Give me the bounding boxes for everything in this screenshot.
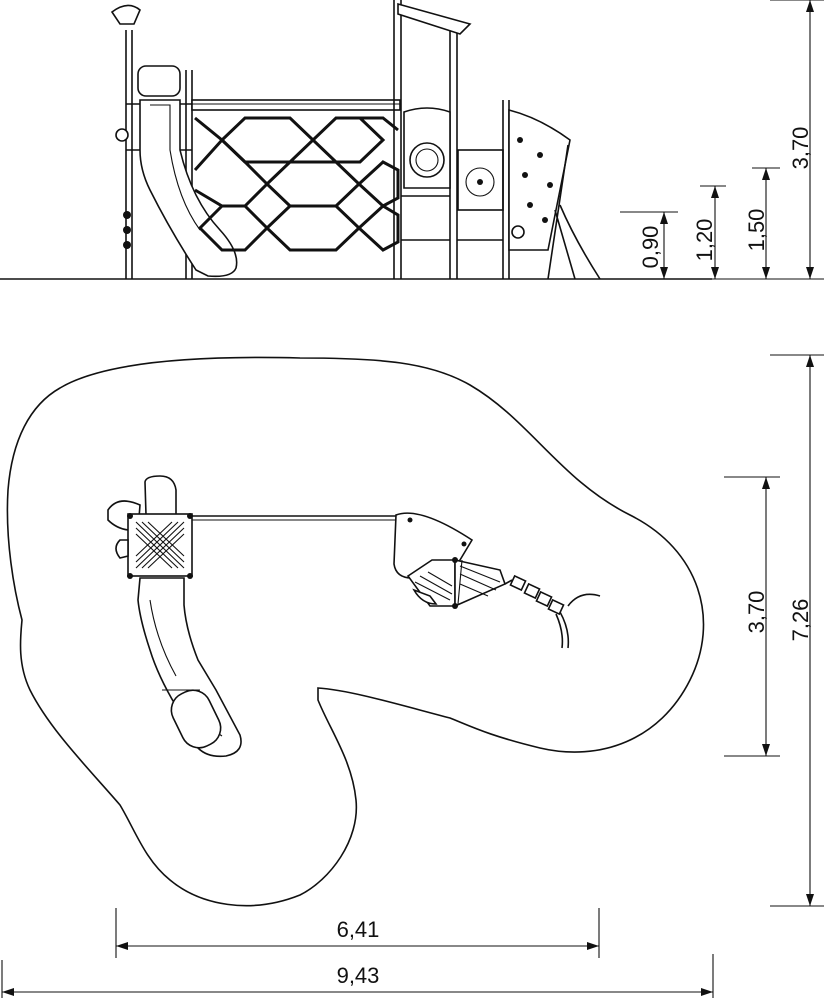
dim-width-equipment: 6,41 xyxy=(337,917,380,942)
left-deck xyxy=(107,475,193,579)
slide-elevation xyxy=(139,99,238,278)
roof-panel xyxy=(397,2,472,35)
elevation-view: 3,70 1,50 1,20 0,90 xyxy=(0,0,824,280)
dim-depth-equipment: 3,70 xyxy=(744,591,769,634)
plan-width-dimensions: 6,41 9,43 xyxy=(1,908,714,998)
megaphone-icon xyxy=(110,4,141,25)
dim-width-total: 9,43 xyxy=(337,963,380,988)
central-tower xyxy=(393,0,472,279)
honeycomb-net xyxy=(193,116,400,252)
dim-level-3: 0,90 xyxy=(638,226,663,269)
right-deck xyxy=(393,512,601,649)
plan-depth-dimensions: 7,26 3,70 xyxy=(724,354,824,907)
climbing-wall xyxy=(508,108,601,280)
plan-view: 7,26 3,70 6,41 9,43 xyxy=(1,354,824,998)
safety-zone-outline xyxy=(6,356,705,907)
top-rail xyxy=(191,99,401,111)
height-dimensions: 3,70 1,50 1,20 0,90 xyxy=(620,0,824,280)
dim-level-1: 1,50 xyxy=(744,209,769,252)
dim-total-height: 3,70 xyxy=(788,127,813,170)
dim-level-2: 1,20 xyxy=(692,219,717,262)
dim-depth-total: 7,26 xyxy=(788,599,813,642)
chain-bridge xyxy=(504,574,565,616)
wheel-panel xyxy=(457,100,510,279)
